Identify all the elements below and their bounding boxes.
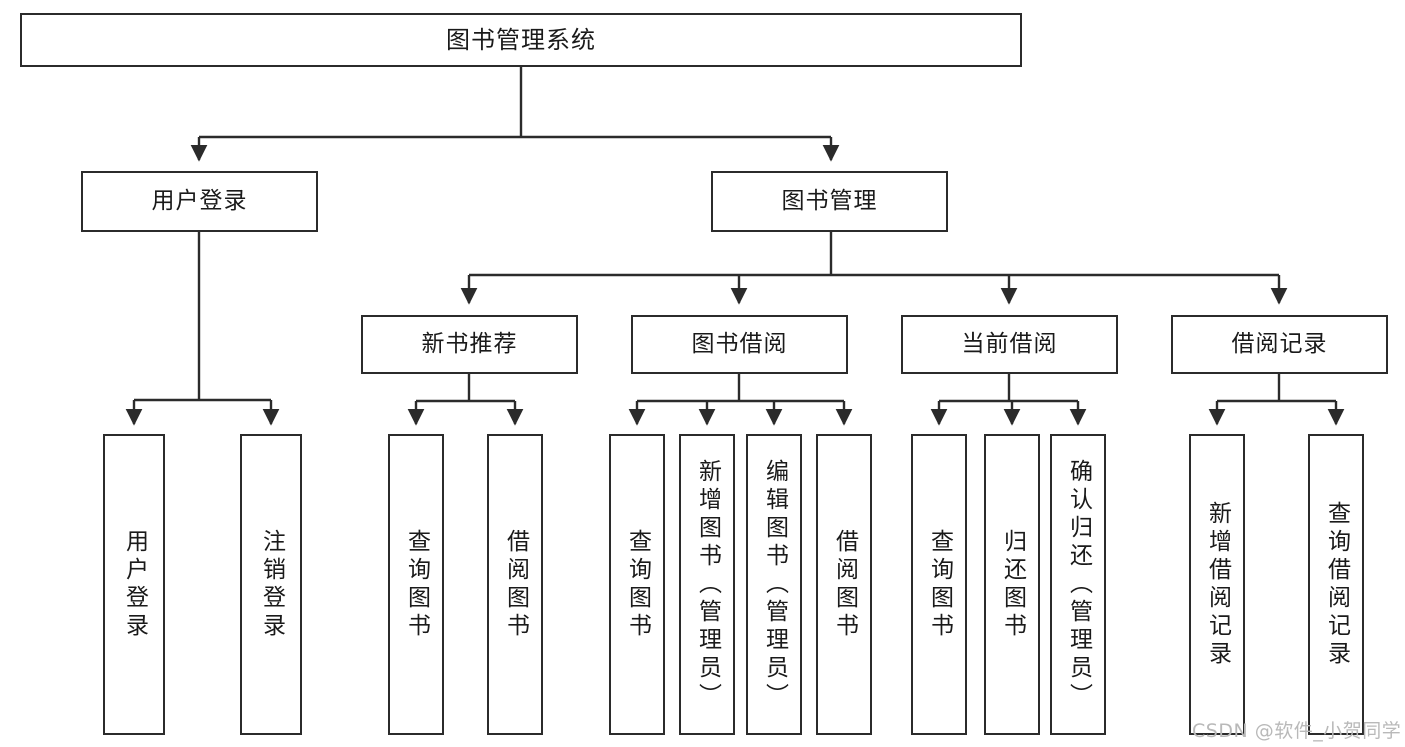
node-label: 用户登录 [151, 188, 248, 215]
node-user-login[interactable]: 用户登录 [81, 171, 318, 232]
node-leaf-user-login[interactable]: 用户登录 [103, 434, 165, 735]
node-current-borrow[interactable]: 当前借阅 [901, 315, 1118, 374]
node-label: 查询图书 [624, 528, 651, 641]
node-label: 图书管理系统 [446, 26, 596, 54]
node-book-borrow[interactable]: 图书借阅 [631, 315, 848, 374]
node-leaf-borrow-book-1[interactable]: 借阅图书 [487, 434, 543, 735]
node-leaf-edit-book[interactable]: 编辑图书（管理员） [746, 434, 802, 735]
node-label: 查询图书 [403, 528, 430, 641]
node-leaf-confirm-return[interactable]: 确认归还（管理员） [1050, 434, 1106, 735]
node-label: 确认归还（管理员） [1065, 458, 1092, 711]
node-label: 用户登录 [121, 528, 148, 641]
node-label: 编辑图书（管理员） [761, 458, 788, 711]
csdn-watermark: CSDN @软件_小贺同学 [1192, 720, 1402, 742]
node-borrow-record[interactable]: 借阅记录 [1171, 315, 1388, 374]
node-label: 查询借阅记录 [1323, 500, 1350, 669]
node-leaf-return-book[interactable]: 归还图书 [984, 434, 1040, 735]
node-leaf-add-record[interactable]: 新增借阅记录 [1189, 434, 1245, 735]
node-label: 新书推荐 [421, 331, 518, 358]
node-leaf-add-book[interactable]: 新增图书（管理员） [679, 434, 735, 735]
node-label: 借阅记录 [1231, 331, 1328, 358]
node-leaf-query-book-3[interactable]: 查询图书 [911, 434, 967, 735]
node-label: 新增图书（管理员） [694, 458, 721, 711]
node-label: 借阅图书 [831, 528, 858, 641]
node-leaf-query-book-1[interactable]: 查询图书 [388, 434, 444, 735]
node-leaf-borrow-book-2[interactable]: 借阅图书 [816, 434, 872, 735]
node-leaf-query-book-2[interactable]: 查询图书 [609, 434, 665, 735]
node-label: 新增借阅记录 [1204, 500, 1231, 669]
node-label: 查询图书 [926, 528, 953, 641]
node-label: 借阅图书 [502, 528, 529, 641]
node-label: 图书借阅 [691, 331, 788, 358]
node-label: 注销登录 [258, 528, 285, 641]
node-leaf-query-record[interactable]: 查询借阅记录 [1308, 434, 1364, 735]
node-root-system[interactable]: 图书管理系统 [20, 13, 1022, 67]
node-label: 归还图书 [999, 528, 1026, 641]
node-leaf-logout[interactable]: 注销登录 [240, 434, 302, 735]
node-new-book-rec[interactable]: 新书推荐 [361, 315, 578, 374]
node-label: 图书管理 [781, 188, 878, 215]
node-label: 当前借阅 [961, 331, 1058, 358]
node-book-manage[interactable]: 图书管理 [711, 171, 948, 232]
